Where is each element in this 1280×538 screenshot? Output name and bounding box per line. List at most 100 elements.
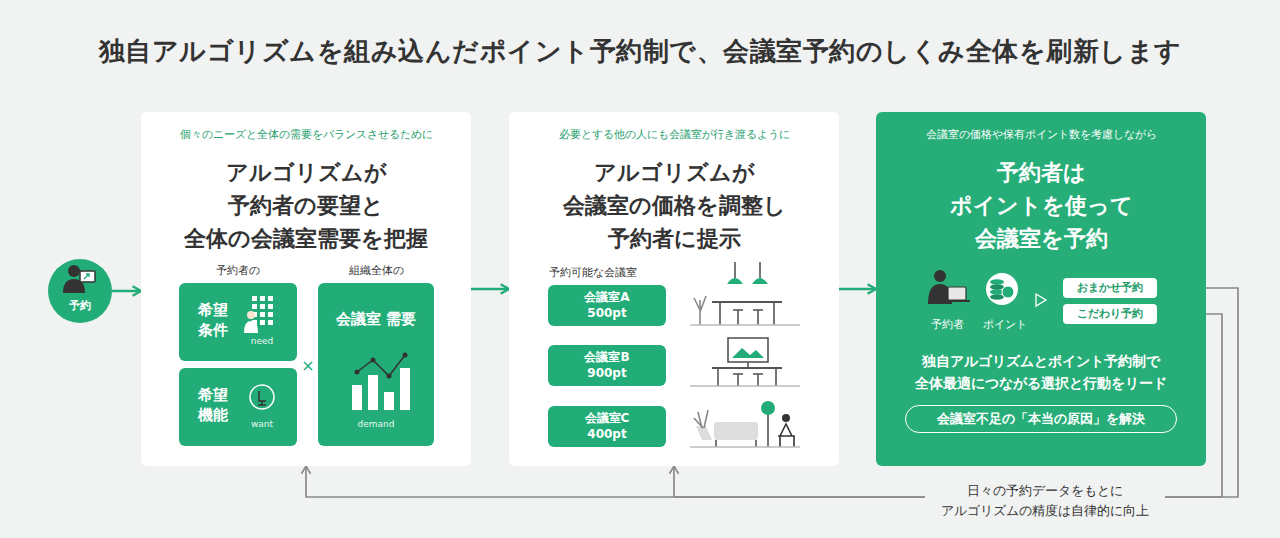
booking-user-icon-part bbox=[63, 279, 85, 293]
result-pill: 会議室不足の「本当の原因」を解決 bbox=[905, 405, 1177, 433]
demand-box: 組織全体の会議室 需要demand bbox=[318, 283, 434, 446]
need-icon-part bbox=[252, 296, 276, 325]
node-text: 必要とする他の人にも会議室が行き渡るように bbox=[509, 128, 839, 142]
want-icon-part bbox=[250, 385, 274, 409]
node-text: 個々のニーズと全体の需要をバランスさせるために bbox=[141, 128, 471, 142]
room-b-illustration-part bbox=[753, 373, 763, 375]
group-label: 予約者の bbox=[198, 264, 278, 278]
room-b-illustration-part bbox=[775, 368, 777, 386]
flow-arrow bbox=[471, 288, 509, 291]
need-box: 希望 条件need bbox=[179, 283, 297, 361]
room-c-illustration-part bbox=[755, 440, 757, 447]
room-c-illustration-part bbox=[715, 440, 717, 447]
room-a-illustration-part bbox=[712, 301, 782, 303]
demand-chart-part bbox=[371, 358, 376, 363]
diagram-title: 独自アルゴリズムを組み込んだポイント予約制で、会議室予約のしくみ全体を刷新します bbox=[0, 34, 1280, 69]
room-b-illustration-part bbox=[733, 373, 743, 375]
start-circle: 予約 bbox=[48, 259, 112, 323]
user-point-icons-part bbox=[990, 284, 1004, 290]
demand-chart-part bbox=[384, 392, 394, 410]
room-a-illustration-part bbox=[752, 278, 768, 284]
option-pill: こだわり予約 bbox=[1063, 304, 1157, 324]
user-point-icons-part bbox=[1036, 294, 1046, 306]
room-c-illustration-part bbox=[767, 414, 769, 447]
node-text: こだわり予約 bbox=[1077, 307, 1143, 320]
node-text: 会議室不足の「本当の原因」を解決 bbox=[937, 411, 1145, 427]
user-point-icons-part bbox=[986, 273, 1018, 305]
room-a-illustration-part bbox=[759, 262, 761, 278]
node-text: 希望 条件 bbox=[193, 300, 233, 341]
demand-chart-part bbox=[403, 353, 408, 358]
node-text: 400pt bbox=[587, 427, 626, 443]
demand-chart-part bbox=[368, 375, 378, 410]
room-a-illustration bbox=[690, 262, 800, 325]
room-b-illustration-part bbox=[690, 385, 800, 387]
node-text: 900pt bbox=[587, 366, 626, 382]
demand-chart-part bbox=[352, 385, 362, 410]
room-c-illustration-part bbox=[782, 414, 790, 422]
need-icon bbox=[244, 296, 276, 333]
room-a-illustration-part bbox=[737, 310, 739, 325]
room-price-box: 会議室B900pt bbox=[548, 345, 666, 386]
user-point-icons-part bbox=[948, 287, 966, 300]
demand-chart-part bbox=[400, 368, 410, 410]
node-text: 会議室 需要 bbox=[318, 309, 434, 329]
need-icon-part bbox=[244, 321, 258, 333]
user-point-icons-part bbox=[928, 284, 952, 304]
node-text: demand bbox=[318, 419, 434, 431]
node-text: 会議室の価格や保有ポイント数を考慮しながら bbox=[876, 128, 1206, 142]
want-icon bbox=[250, 385, 274, 409]
user-point-icons-part bbox=[1002, 286, 1014, 298]
user-point-icons-part bbox=[990, 294, 1004, 300]
booking-user-icon-part bbox=[68, 265, 80, 277]
room-c-illustration bbox=[690, 401, 800, 447]
room-b-illustration-part bbox=[747, 362, 749, 368]
user-point-icons-part bbox=[990, 279, 1004, 285]
room-a-illustration-part bbox=[727, 278, 743, 284]
room-b-illustration-part bbox=[757, 374, 759, 386]
room-price-box: 会議室A500pt bbox=[548, 285, 666, 326]
room-c-illustration-part bbox=[714, 422, 758, 440]
user-point-icons-part bbox=[944, 300, 970, 302]
option-pill: おまかせ予約 bbox=[1063, 278, 1157, 298]
room-b-illustration-part bbox=[737, 374, 739, 386]
need-icon-part bbox=[247, 311, 255, 319]
room-c-illustration-part bbox=[761, 401, 775, 415]
node-text: ポイント bbox=[975, 318, 1035, 332]
room-b-illustration-part bbox=[732, 348, 764, 358]
times-sign: × bbox=[297, 356, 319, 377]
node-text: アルゴリズムが 会議室の価格を調整し 予約者に提示 bbox=[529, 156, 819, 255]
room-a-illustration-part bbox=[753, 309, 763, 311]
room-a-illustration-part bbox=[694, 296, 706, 325]
room-c-illustration-part bbox=[696, 426, 712, 440]
room-a-illustration-part bbox=[757, 310, 759, 325]
step-panel: 必要とする他の人にも会議室が行き渡るようにアルゴリズムが 会議室の価格を調整し … bbox=[509, 112, 839, 466]
node-text: 組織全体の bbox=[318, 264, 434, 278]
node-text: アルゴリズムが 予約者の要望と 全体の会議室需要を把握 bbox=[161, 156, 451, 255]
node-text: 予約者 bbox=[917, 318, 977, 332]
user-point-icons-part bbox=[990, 289, 1004, 295]
booking-user-icon bbox=[63, 265, 95, 293]
feedback-note: 日々の予約データをもとに アルゴリズムの精度は自律的に向上 bbox=[925, 481, 1165, 520]
room-a-illustration-part bbox=[773, 302, 775, 325]
step-panel: 個々のニーズと全体の需要をバランスさせるためにアルゴリズムが 予約者の要望と 全… bbox=[141, 112, 471, 466]
demand-chart-part bbox=[387, 374, 392, 379]
room-a-illustration-part bbox=[734, 262, 736, 278]
node-text: 希望 機能 bbox=[193, 385, 233, 426]
node-text: おまかせ予約 bbox=[1077, 281, 1143, 294]
room-c-illustration-part bbox=[690, 446, 800, 448]
node-text: 予約 bbox=[48, 299, 112, 313]
booking-user-icon-part bbox=[84, 274, 89, 279]
room-a-illustration-part bbox=[719, 302, 721, 325]
want-icon-part bbox=[258, 391, 266, 405]
room-b-illustration bbox=[690, 338, 800, 386]
node-text: 500pt bbox=[587, 306, 626, 322]
node-text: 予約者は ポイントを使って 会議室を予約 bbox=[916, 156, 1166, 255]
node-text: 会議室B bbox=[584, 350, 629, 366]
node-text: 会議室A bbox=[584, 290, 629, 306]
node-text: 会議室C bbox=[585, 411, 630, 427]
room-b-illustration-part bbox=[712, 367, 782, 369]
want-box: 希望 機能want bbox=[179, 368, 297, 446]
flow-arrow bbox=[839, 288, 876, 291]
